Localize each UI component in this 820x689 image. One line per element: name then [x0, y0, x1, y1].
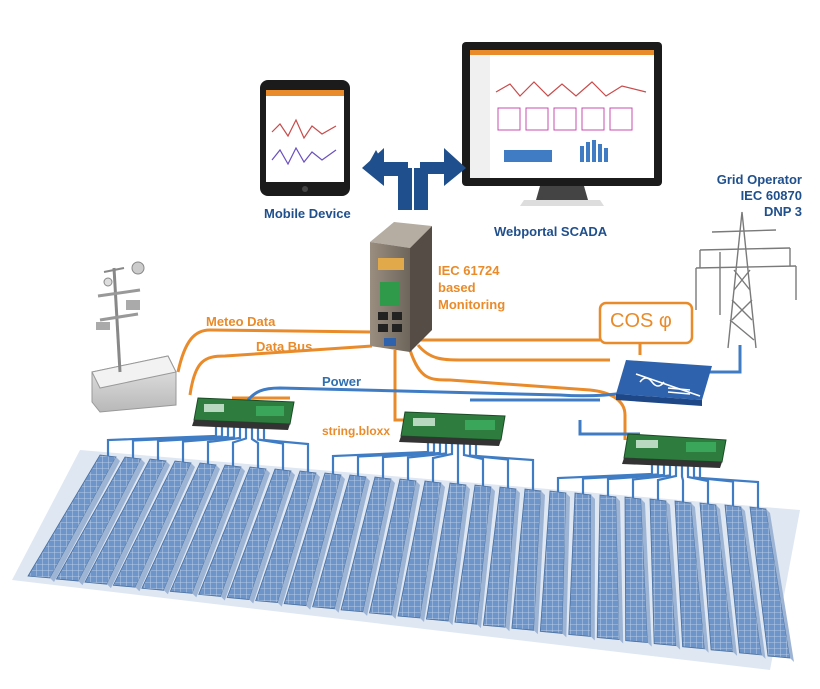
solar-panel-row-side — [163, 465, 220, 595]
solar-panel-row-side — [505, 489, 520, 632]
controller-device-icon — [370, 222, 432, 352]
string-cable — [262, 424, 310, 472]
solar-panel-row-side — [666, 501, 681, 650]
solar-panel-row-side — [334, 477, 370, 613]
string-cable — [106, 424, 218, 456]
string-cable — [256, 424, 285, 470]
monitoring-label: IEC 61724 based Monitoring — [438, 262, 505, 313]
solar-panel-row-side — [220, 469, 270, 601]
solar-panel-row-side — [533, 491, 545, 635]
string-cable — [631, 462, 672, 498]
mobile-device-label: Mobile Device — [264, 206, 351, 221]
string-cable — [131, 424, 224, 458]
string-cable — [331, 440, 430, 474]
cos-phi-box — [598, 301, 694, 345]
weather-station-icon — [91, 261, 177, 413]
string-cable — [680, 462, 685, 502]
solar-panel-row — [596, 494, 620, 640]
string-cable — [250, 424, 260, 468]
string-cable — [462, 440, 485, 486]
solar-panel-row-side — [249, 471, 295, 604]
grid-operator-line-1: Grid Operator — [716, 172, 802, 187]
string-cable — [231, 424, 248, 466]
monitoring-line-2: based — [438, 280, 476, 295]
split-up-arrows-icon — [362, 148, 466, 210]
data-bus-label: Data Bus — [256, 339, 313, 354]
solar-panel-row-side — [277, 473, 320, 607]
string-cable — [181, 424, 236, 462]
solar-panel-row-side — [391, 481, 420, 619]
string-cables — [106, 424, 760, 508]
monitoring-line-3: Monitoring — [438, 297, 506, 312]
tablet-icon — [260, 80, 350, 196]
solar-panel-row-side — [716, 505, 738, 656]
solar-panel-row-side — [106, 461, 170, 589]
solar-panel-row-side — [78, 459, 145, 586]
power-pylon-icon — [695, 211, 797, 349]
string-cable — [356, 440, 436, 476]
data-lines — [176, 328, 642, 440]
inverter-icon — [616, 360, 712, 406]
string-cable — [686, 462, 710, 504]
solar-panel-row-side — [448, 485, 470, 626]
solar-panel-row-side — [135, 463, 195, 592]
string-cable — [431, 440, 454, 482]
solar-panel-field-icon — [27, 454, 794, 662]
power-lines — [246, 345, 742, 436]
solar-panel-row-side — [562, 493, 570, 638]
string-cable — [406, 440, 448, 480]
solar-panel-row-side — [420, 483, 445, 622]
cos-phi-label: COS φ — [610, 310, 672, 332]
solar-panel-row-side — [192, 467, 245, 598]
string-cable — [656, 462, 678, 500]
solar-panel-row-side — [691, 503, 709, 653]
solar-panel-row-side — [590, 495, 595, 641]
webportal-label: Webportal SCADA — [494, 224, 608, 239]
grid-operator-line-3: DNP 3 — [763, 204, 802, 219]
solar-panel-row-side — [306, 475, 345, 610]
string-cable — [556, 462, 654, 492]
string-bloxx-label: string.bloxx — [322, 424, 391, 438]
string-cable — [474, 440, 535, 490]
solar-panel-row-side — [363, 479, 395, 616]
solar-panel-row-side — [50, 457, 120, 582]
solar-panel-row-side — [476, 487, 495, 629]
string-cable — [381, 440, 442, 478]
solar-panel-row-side — [741, 507, 766, 659]
string-cable — [206, 424, 242, 464]
string-cable — [156, 424, 230, 460]
solar-panel-row-side — [766, 509, 794, 662]
circuit-board-icon — [192, 397, 727, 468]
solar-panel-row-side — [641, 499, 652, 647]
power-label: Power — [322, 374, 362, 389]
monitor-icon — [462, 42, 662, 206]
grid-operator-label: Grid Operator IEC 60870 DNP 3 — [690, 172, 802, 220]
meteo-data-label: Meteo Data — [206, 314, 276, 329]
monitoring-line-1: IEC 61724 — [438, 263, 500, 278]
string-cable — [606, 462, 666, 496]
solar-panel-row-side — [616, 497, 624, 644]
grid-operator-line-2: IEC 60870 — [740, 188, 802, 203]
string-cable — [698, 462, 760, 508]
string-cable — [581, 462, 660, 494]
